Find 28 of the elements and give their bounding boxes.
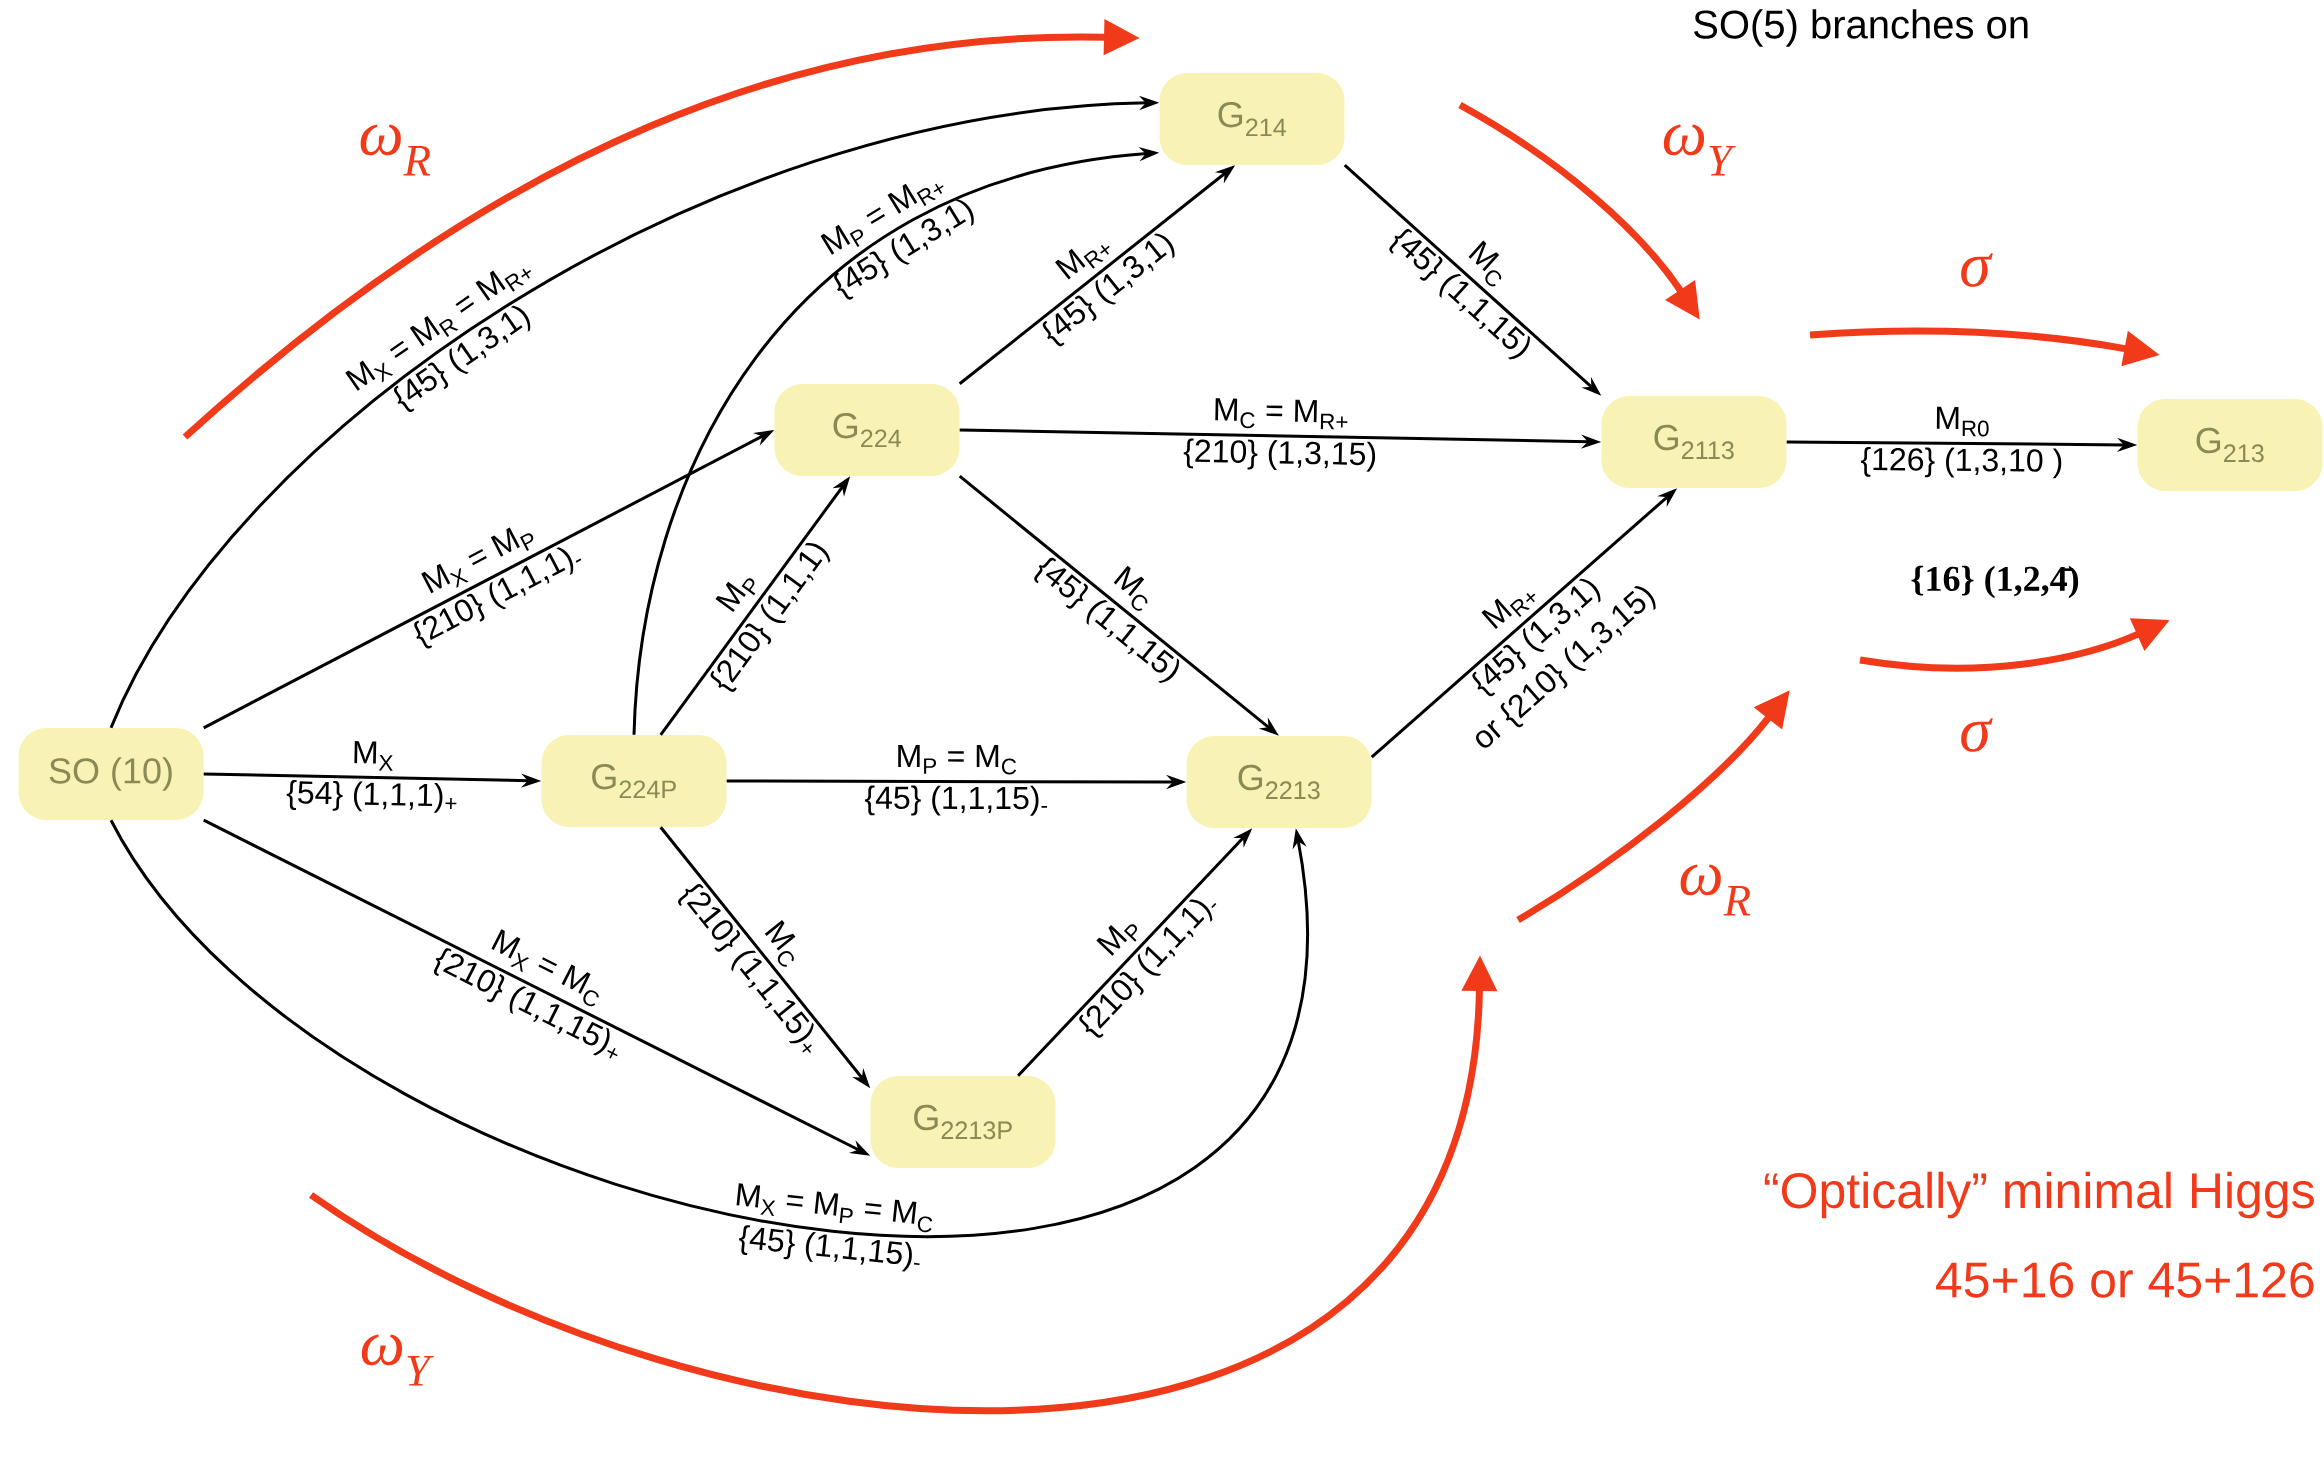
group-box: G$_{213}$ — [2137, 399, 2323, 491]
edge-label: M$_{P}$ — [715, 578, 756, 613]
representation-label: {210} (1,3,15) — [1183, 438, 1376, 472]
group-box: G$_{224P}$ — [541, 735, 727, 827]
symbol-label: σ — [1961, 253, 1993, 287]
symbol-label: ω$_{Y}$ — [361, 1334, 434, 1386]
note-text: “Optically” minimal Higgs — [1764, 1171, 2314, 1219]
representation-label: {126} (1,3,10 ) — [1860, 446, 2062, 479]
group-box: G$_{2213P}$ — [870, 1076, 1056, 1168]
formula-label: {16} (1,2,4̄) — [1911, 565, 2079, 599]
edge-label: M$_{P}$ — [1096, 924, 1137, 956]
edge-label: M$_{P}$ = M$_{C}$ — [898, 744, 1017, 775]
symbol-label: ω$_{R}$ — [360, 124, 431, 176]
symbol-label: σ — [1961, 718, 1993, 752]
symbol-label: ω$_{R}$ — [1680, 864, 1751, 916]
symbol-label: ω$_{Y}$ — [1663, 124, 1736, 176]
group-box: G$_{2213}$ — [1186, 736, 1372, 828]
representation-label: {45} (1,1,15)$_{-}$ — [864, 785, 1047, 816]
group-box: SO (10) — [18, 728, 204, 820]
edge-label: M$_{C}$ = M$_{R+}$ — [1215, 398, 1348, 430]
group-box: G$_{214}$ — [1159, 73, 1345, 165]
representation-label: {54} (1,1,1)$_{+}$ — [286, 780, 457, 813]
edge-label: M$_{X}$ — [354, 741, 393, 771]
group-box: G$_{2113}$ — [1601, 396, 1787, 488]
note-text: 45+16 or 45+126 — [1936, 1262, 2314, 1298]
edge-label: M$_{R0}$ — [1936, 406, 1989, 437]
heading-text: SO(5) branches on — [1694, 9, 2028, 47]
group-box: G$_{224}$ — [774, 384, 960, 476]
